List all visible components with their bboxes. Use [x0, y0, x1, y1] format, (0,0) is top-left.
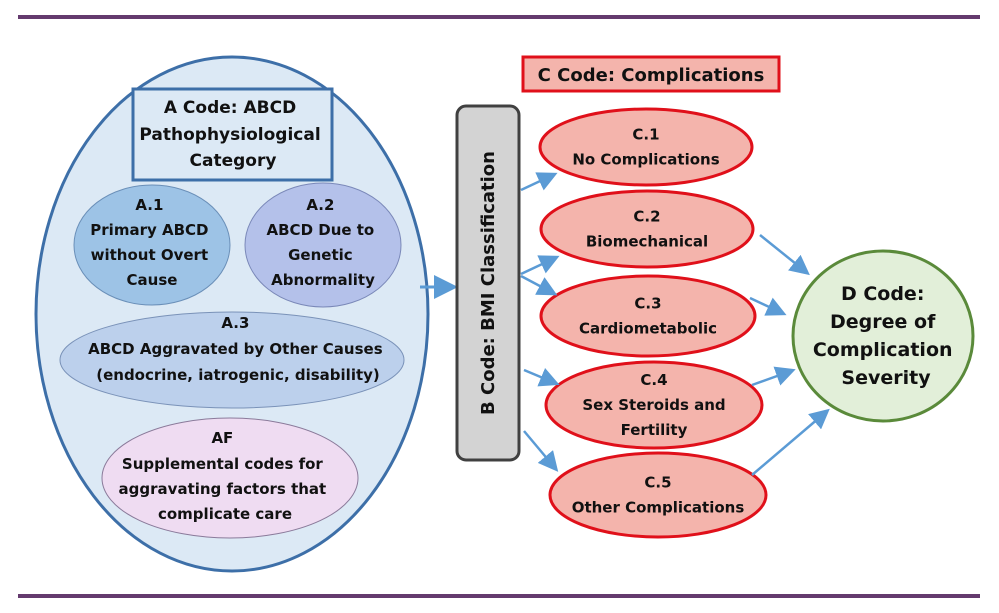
arrow-c5-to-d	[751, 408, 830, 476]
top-divider	[18, 15, 980, 19]
arrow-b-to-c1	[520, 172, 558, 192]
c3-node	[539, 274, 757, 358]
d-code-node	[791, 249, 975, 423]
a-code-title-line: Category	[190, 151, 277, 171]
c1-node	[538, 107, 754, 187]
arrow-c3-to-d	[749, 296, 787, 316]
a1-line: Cause	[127, 271, 178, 289]
a1-line: A.1	[135, 196, 163, 214]
c4-line: Fertility	[621, 421, 688, 439]
c4-node	[544, 360, 764, 450]
a3-line: ABCD Aggravated by Other Causes	[88, 340, 383, 358]
a2-line: ABCD Due to	[267, 221, 375, 239]
a1-label: A.1 Primary ABCD without Overt Cause	[90, 196, 213, 289]
arrow-c2-to-d	[759, 234, 810, 276]
a3-line: A.3	[221, 314, 249, 332]
arrow-b-to-c3	[520, 274, 558, 296]
c-code-title-box	[521, 55, 781, 93]
c-code-title: C Code: Complications	[538, 65, 765, 86]
arrow-b-to-c4	[523, 367, 560, 387]
c4-line: C.4	[640, 371, 667, 389]
a1-node	[73, 184, 231, 306]
d-code-line: Complication	[813, 339, 953, 361]
a1-line: without Overt	[91, 246, 209, 264]
c2-node	[539, 189, 755, 269]
bottom-divider	[18, 594, 980, 598]
af-line: Supplemental codes for	[122, 455, 323, 473]
c1-line: C.1	[632, 126, 659, 144]
af-line: complicate care	[158, 505, 292, 523]
af-label: AF Supplemental codes for aggravating fa…	[119, 429, 332, 523]
d-code-line: D Code:	[841, 283, 924, 305]
d-code-line: Severity	[841, 367, 931, 389]
c5-node	[548, 451, 768, 539]
a-code-title-line: A Code: ABCD	[164, 98, 296, 118]
a2-line: Abnormality	[271, 271, 375, 289]
a3-node	[59, 311, 405, 409]
c5-line: Other Complications	[572, 499, 745, 517]
d-code-label: D Code: Degree of Complication Severity	[813, 283, 959, 389]
arrow-b-to-c5	[523, 430, 559, 472]
arrow-b-to-c2	[520, 255, 560, 276]
a3-label: A.3 ABCD Aggravated by Other Causes (end…	[88, 314, 388, 384]
a3-line: (endocrine, iatrogenic, disability)	[96, 366, 380, 384]
a2-line: Genetic	[288, 246, 353, 264]
c1-line: No Complications	[572, 151, 719, 169]
a-code-title: A Code: ABCD Pathophysiological Category	[139, 98, 326, 171]
arrow-c4-to-d	[751, 366, 796, 387]
c3-line: Cardiometabolic	[579, 320, 717, 338]
a1-line: Primary ABCD	[90, 221, 208, 239]
a2-node	[244, 182, 402, 308]
a-code-title-box	[131, 87, 334, 182]
a-code-title-line: Pathophysiological	[139, 125, 320, 145]
c5-line: C.5	[644, 474, 671, 492]
c1-label: C.1 No Complications	[572, 126, 719, 169]
b-code-box	[455, 104, 521, 462]
c2-line: C.2	[633, 208, 660, 226]
b-code-label: B Code: BMI Classification	[478, 151, 499, 415]
d-code-line: Degree of	[830, 311, 936, 333]
af-line: AF	[211, 429, 233, 447]
c3-line: C.3	[634, 295, 661, 313]
a2-label: A.2 ABCD Due to Genetic Abnormality	[267, 196, 380, 289]
af-line: aggravating factors that	[119, 480, 327, 498]
a2-line: A.2	[306, 196, 334, 214]
c4-line: Sex Steroids and	[582, 396, 725, 414]
af-node	[101, 417, 359, 539]
c2-line: Biomechanical	[586, 233, 708, 251]
